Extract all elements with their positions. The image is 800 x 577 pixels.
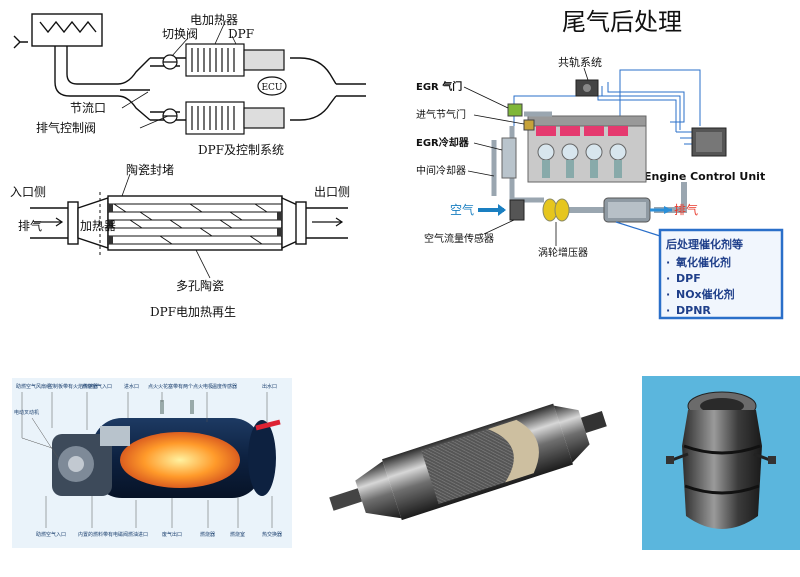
catalyst-box-title: 后处理催化剂等: [666, 237, 743, 251]
exhaust-label: 排气: [18, 218, 42, 233]
dpf-lower: [185, 101, 285, 135]
common-rail-label: 共轨系统: [558, 55, 602, 69]
aftertreatment-title: 尾气后处理: [562, 8, 682, 36]
engine-block: [527, 115, 647, 183]
ecu-label: ECU: [261, 83, 282, 93]
heater-callout-bottom-5: 燃烧器: [200, 531, 215, 538]
catalyst-item-2: DPF: [676, 272, 701, 285]
air-label: 空气: [450, 202, 474, 217]
heater-callout-bottom-6: 燃烧室: [230, 531, 245, 538]
catalyst-item-bullet: ·: [666, 256, 670, 269]
common-rail-pump: [575, 79, 599, 97]
dpf-regen-title: DPF电加热再生: [150, 305, 236, 319]
heater-callout-bottom-4: 废气出口: [162, 531, 182, 538]
heater-callout-top-6: 温度传感器: [212, 383, 237, 390]
filter-channels: [108, 203, 282, 245]
outlet-side-label: 出口侧: [314, 185, 350, 199]
intake-throttle: [523, 119, 535, 131]
ceramic-plug-label: 陶瓷封堵: [126, 162, 174, 177]
catalyst-item-bullet: ·: [666, 304, 670, 317]
heater-callout-top-3: 燃烧空气入口: [82, 383, 112, 390]
heater-callout-left-1: 电动叉动机: [14, 409, 39, 416]
heater-callout-bottom-3: 燃油进口: [128, 531, 148, 538]
heater-cutaway-image: 助燃空气风扇组 控制板带有火焰传感器 燃烧空气入口 进水口 点火火花塞带有两个点…: [12, 378, 292, 548]
heater-callout-top-2: 控制板带有火焰传感器: [48, 383, 98, 390]
switch-valve-label: 切换阀: [162, 27, 198, 41]
exhaust-label: 排气: [674, 202, 698, 217]
catalyst-item-3: NOx催化剂: [676, 287, 735, 301]
dpf-canister-photo: [318, 395, 618, 530]
heater-callout-top-1: 助燃空气风扇组: [16, 383, 51, 390]
egr-valve-label: EGR 气门: [416, 80, 462, 93]
switch-valve-icon: [162, 54, 178, 124]
dpf-unit-photo: [642, 376, 800, 550]
heater-callout-top-5: 点火火花塞带有两个点火电极: [148, 383, 213, 390]
porous-ceramic-label: 多孔陶瓷: [176, 278, 224, 293]
catalyst-item-4: DPNR: [676, 304, 711, 317]
aftertreatment-diagram: 尾气后处理 Engine Control Unit 共轨系统: [384, 0, 800, 325]
dpf-control-system-diagram: ECU 切换阀 电加热器 DPF 节流口 排气控制阀 DPF及控制系统: [0, 0, 370, 160]
catalyst-item-bullet: ·: [666, 272, 670, 285]
exhaust-valve-label: 排气控制阀: [36, 120, 96, 135]
heater-callout-bottom-7: 热交换器: [262, 531, 282, 538]
ecu-module: [691, 127, 727, 157]
blower-icon: [13, 13, 103, 49]
ecu-box: ECU: [257, 76, 287, 96]
inlet-side-label: 入口侧: [10, 185, 46, 199]
heater-label: 电加热器: [190, 13, 238, 27]
dpf-upper: [185, 43, 285, 77]
catalyst-item-1: 氧化催化剂: [675, 255, 731, 269]
egr-valve: [507, 103, 523, 117]
dpf-regen-diagram: 陶瓷封堵 入口侧 出口侧 排气 加热器 多孔陶瓷 DPF电加热再生: [0, 160, 370, 325]
intercooler-label: 中间冷却器: [416, 164, 466, 177]
egr-cooler: [501, 137, 517, 179]
ecu-label: Engine Control Unit: [644, 170, 765, 183]
heater-label: 加热器: [80, 219, 116, 233]
dpf-system-title: DPF及控制系统: [198, 143, 284, 157]
catalyst-box: 后处理催化剂等 · 氧化催化剂 · DPF · NOx催化剂 · DPNR: [658, 228, 784, 320]
throttle-label: 节流口: [70, 101, 106, 115]
turbo-label: 涡轮增压器: [538, 246, 588, 259]
heater-callout-top-4: 进水口: [124, 383, 139, 390]
egr-cooler-label: EGR冷却器: [416, 136, 470, 149]
dpf-canister: [603, 197, 651, 223]
heater-callout-bottom-2: 内置的燃料带有电磁阀: [78, 531, 128, 538]
turbocharger: [542, 198, 570, 222]
intake-throttle-label: 进气节气门: [416, 108, 466, 121]
catalyst-item-bullet: ·: [666, 288, 670, 301]
heater-callout-bottom-1: 助燃空气入口: [36, 531, 66, 538]
maf-sensor-label: 空气流量传感器: [424, 232, 494, 245]
dpf-label: DPF: [228, 27, 254, 41]
maf-sensor: [509, 199, 525, 221]
heater-callout-top-7: 出水口: [262, 383, 277, 390]
